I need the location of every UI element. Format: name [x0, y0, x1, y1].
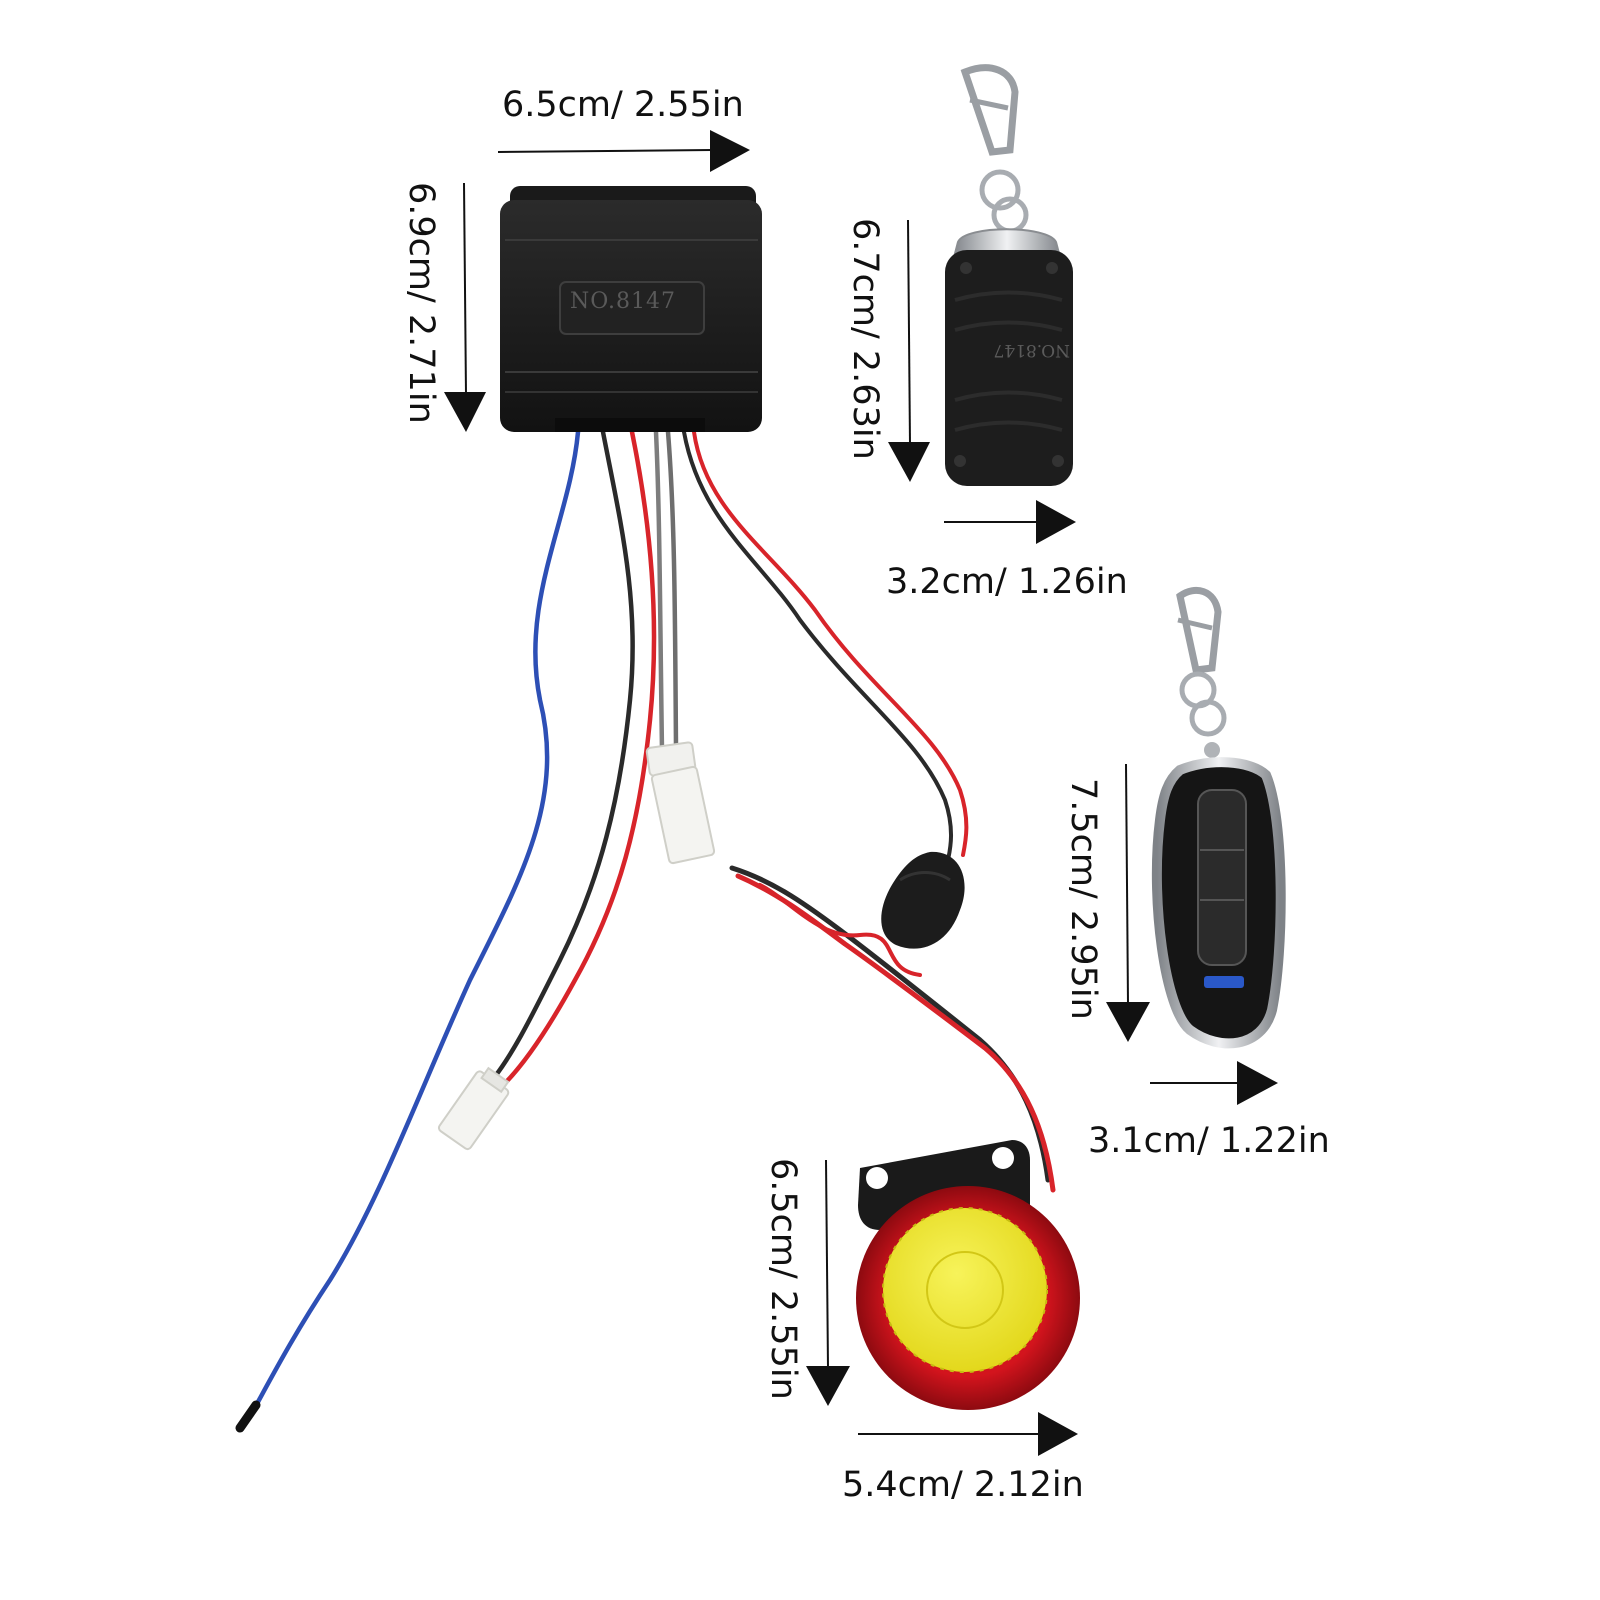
module-height-label: 6.9cm/ 2.71in [401, 182, 441, 424]
dimension-arrows [444, 130, 1278, 1456]
remote2-height-label: 7.5cm/ 2.95in [1063, 778, 1103, 1020]
siren-width-label: 5.4cm/ 2.12in [842, 1465, 1084, 1505]
red-wire-sensor [692, 430, 969, 857]
remote-model-label: NO.8147 [993, 340, 1070, 360]
shock-sensor [881, 851, 965, 949]
white-connector [645, 741, 716, 865]
module-width-label: 6.5cm/ 2.55in [502, 85, 744, 125]
remote1-height-label: 6.7cm/ 2.63in [845, 218, 885, 460]
remote-fob-2 [1151, 586, 1286, 1049]
remote2-width-label: 3.1cm/ 1.22in [1088, 1121, 1330, 1161]
module-label-plate [559, 281, 705, 335]
siren-speaker [856, 1140, 1080, 1410]
blue-antenna-wire [245, 429, 581, 1423]
blue-wire-tip [235, 1400, 261, 1433]
alarm-control-module [500, 186, 762, 432]
siren-height-label: 6.5cm/ 2.55in [763, 1158, 803, 1400]
grey-wire-2 [665, 429, 679, 751]
wire-harness [235, 429, 1056, 1433]
red-wire-left [495, 429, 657, 1093]
black-wire-sensor [682, 430, 953, 862]
grey-wire-1 [653, 429, 665, 753]
black-wire-left [485, 429, 635, 1088]
module-model-label: NO.8147 [570, 289, 676, 314]
remote-fob-1 [945, 64, 1073, 486]
power-connector [437, 1066, 510, 1151]
siren-wire-twist [758, 883, 922, 977]
remote1-width-label: 3.2cm/ 1.26in [886, 562, 1128, 602]
